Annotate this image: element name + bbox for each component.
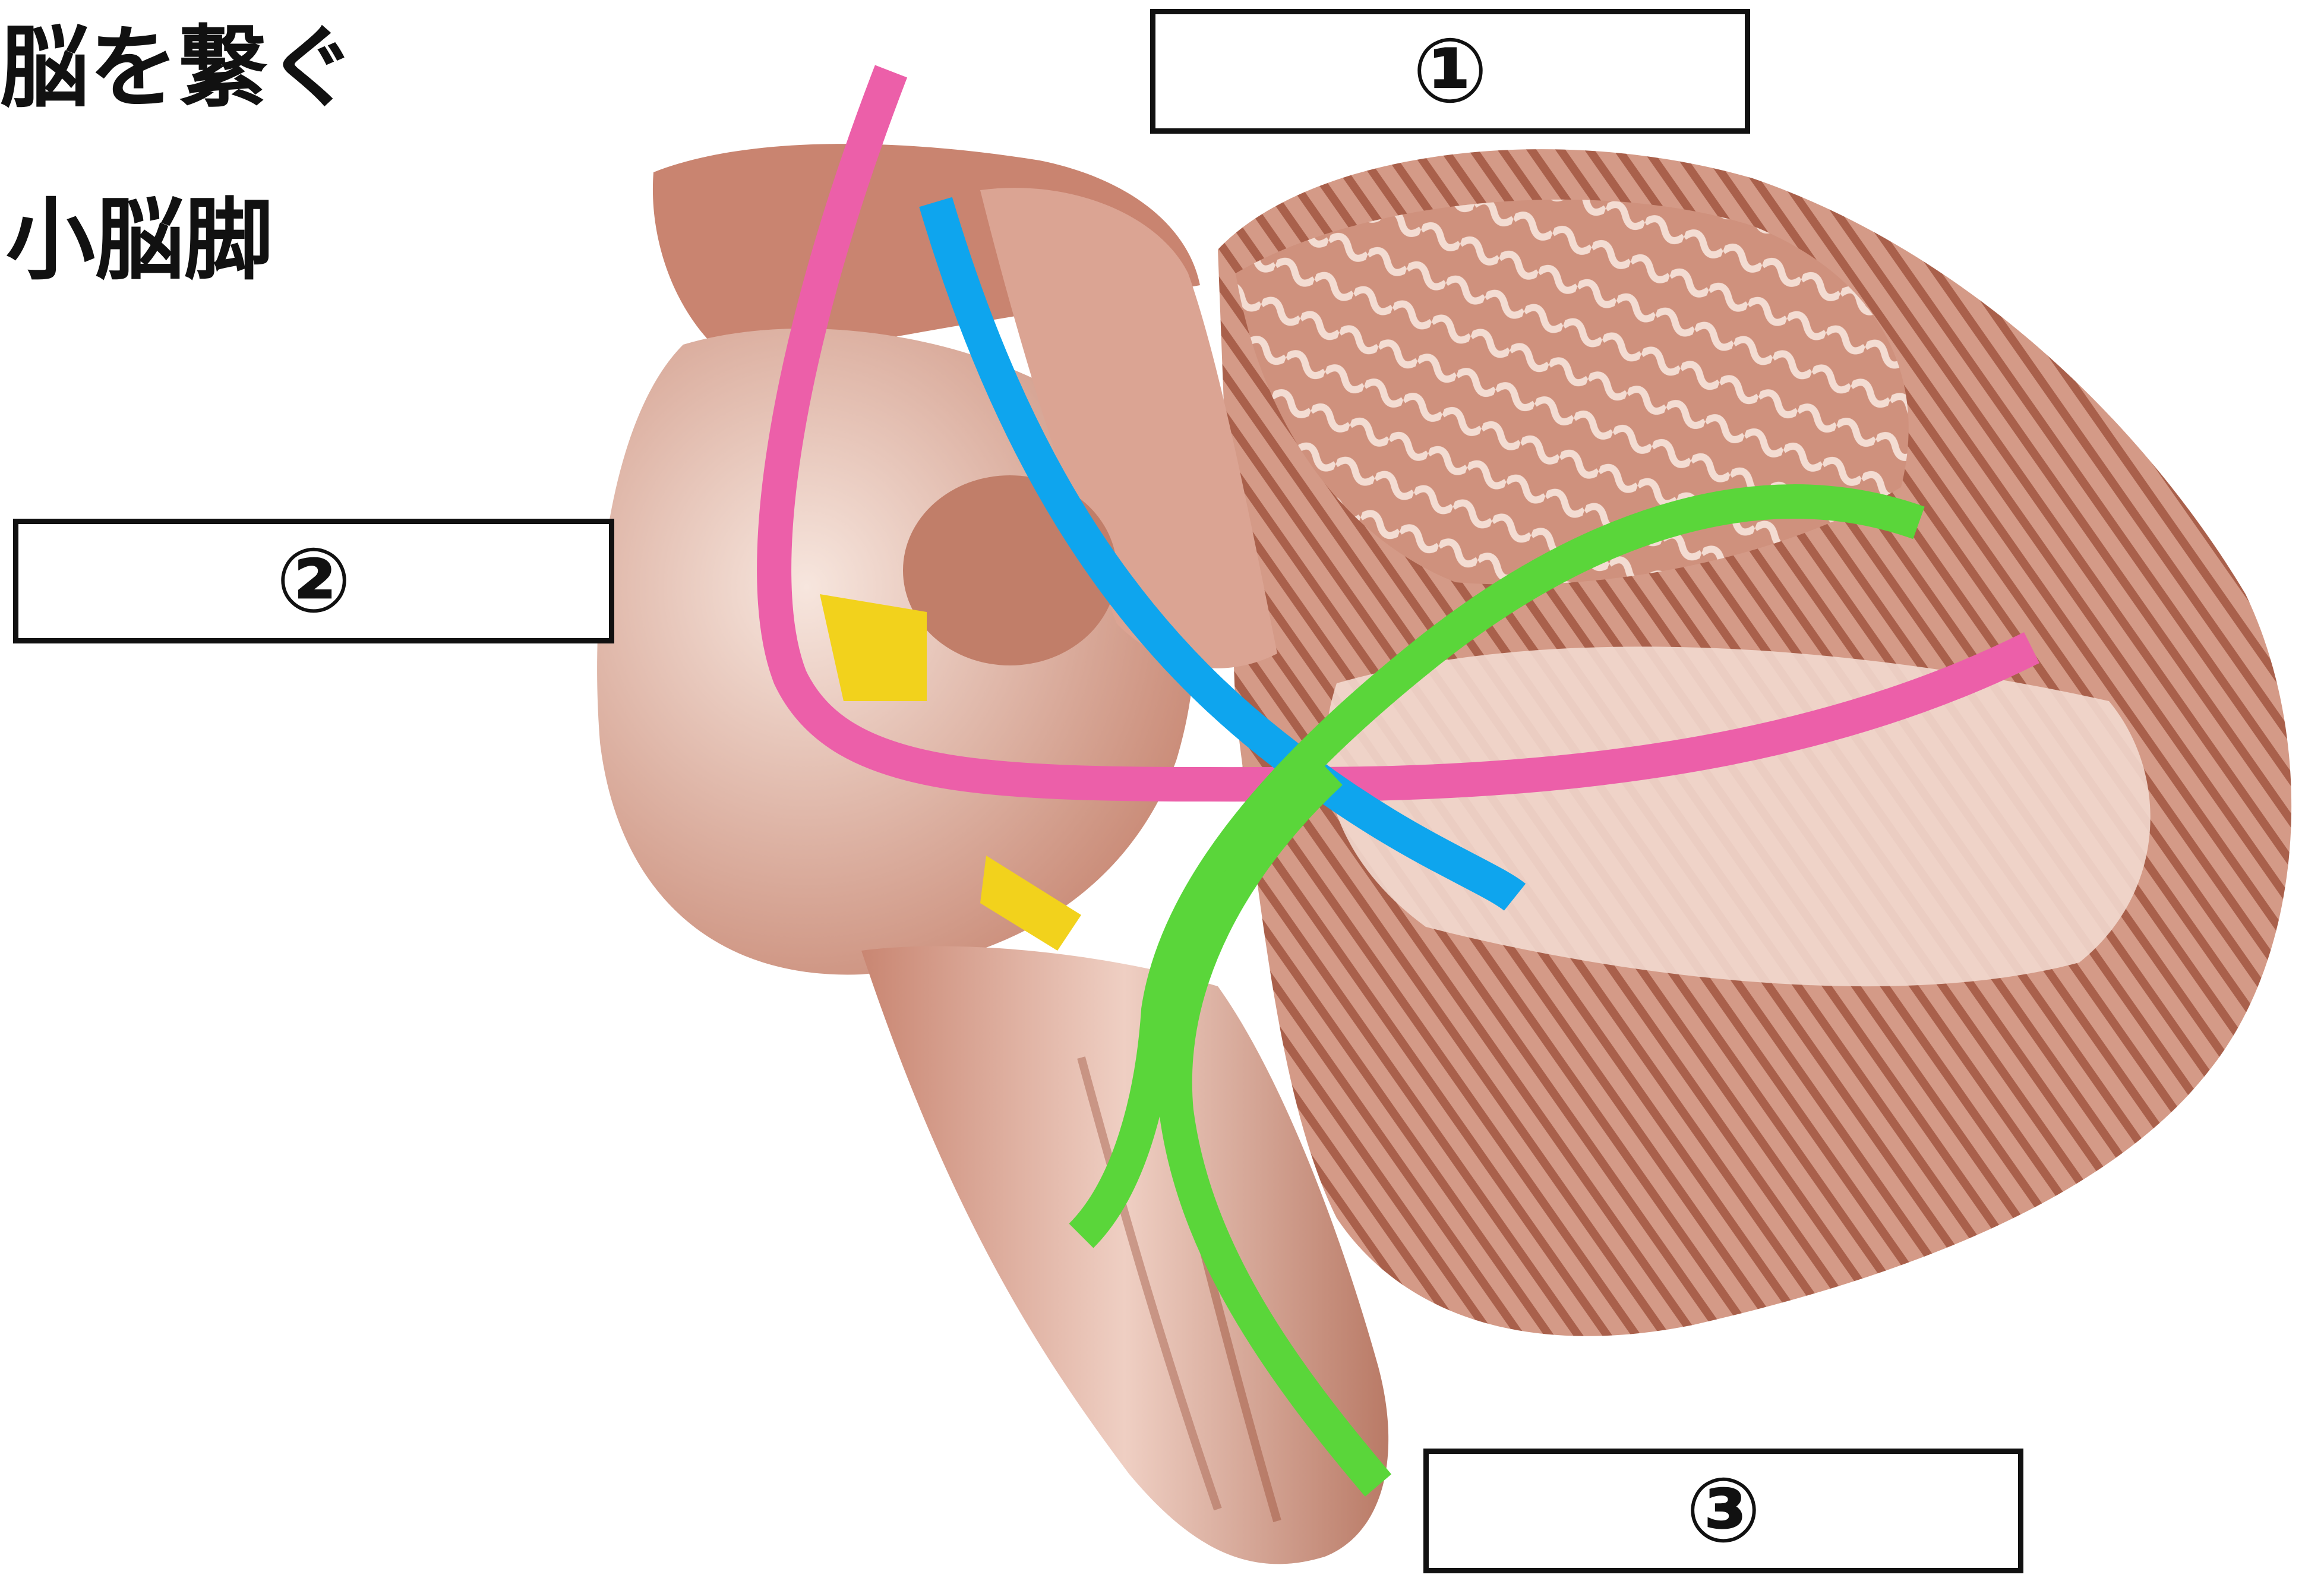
answer-box-1-label: ①: [1412, 27, 1488, 116]
olive-region: [903, 475, 1117, 665]
brainstem-upper: [597, 144, 1277, 974]
answer-box-2-label: ②: [276, 537, 351, 626]
title-line-1: 脳を繋ぐ: [0, 24, 356, 113]
answer-box-3-label: ③: [1685, 1466, 1761, 1555]
title-line-2: 小脳脚: [6, 196, 273, 285]
answer-box-1: ①: [1150, 9, 1750, 134]
answer-box-2: ②: [13, 519, 614, 643]
answer-box-3: ③: [1423, 1449, 2023, 1573]
